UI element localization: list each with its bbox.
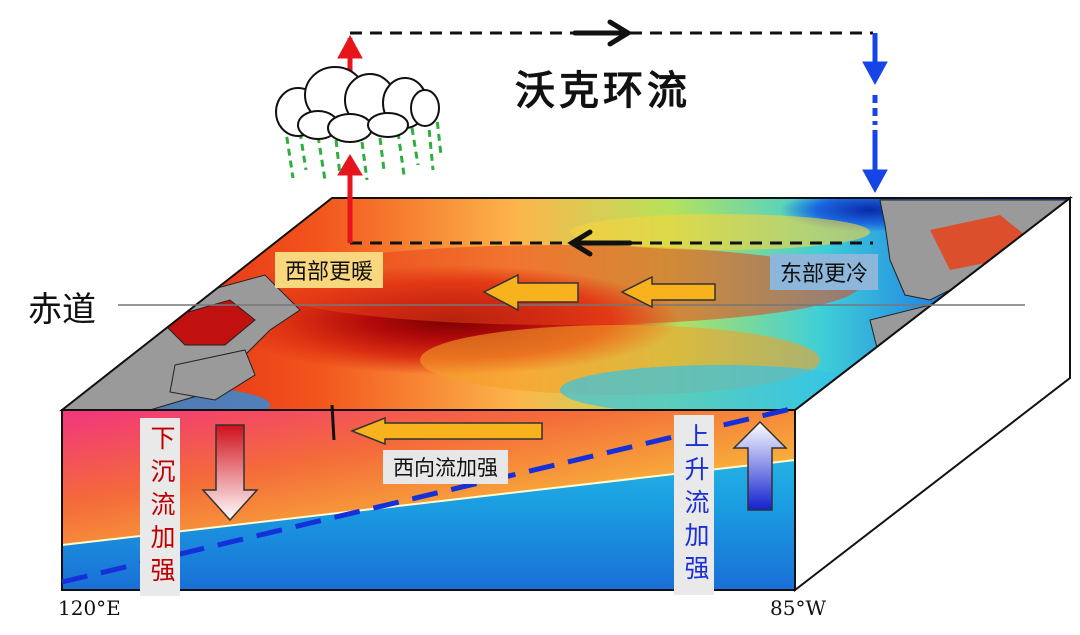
downwelling-label: 下沉流加强 bbox=[140, 418, 180, 596]
left-arrow-icon bbox=[482, 273, 579, 312]
east-colder-label: 东部更冷 bbox=[770, 254, 879, 290]
left-arrow-icon bbox=[620, 275, 716, 309]
right-arrow-icon bbox=[572, 19, 633, 47]
australia-land bbox=[169, 349, 256, 401]
longitude-east-label: 85°W bbox=[770, 596, 827, 620]
surface-flow-arrows bbox=[349, 273, 716, 446]
equator-label: 赤道 bbox=[28, 290, 96, 330]
left-arrow-icon bbox=[349, 416, 543, 446]
maritime-continent bbox=[159, 299, 256, 346]
walker-loop bbox=[337, 19, 888, 257]
rain-icon bbox=[283, 109, 443, 181]
diagram-title: 沃克环流 bbox=[515, 68, 691, 114]
cloud-icon bbox=[275, 66, 443, 181]
west-warmer-label: 西部更暖 bbox=[275, 252, 384, 288]
upwelling-label: 上升流加强 bbox=[674, 415, 714, 595]
longitude-west-label: 120°E bbox=[58, 596, 121, 620]
thermocline-line bbox=[61, 405, 796, 585]
up-arrow-icon bbox=[732, 420, 788, 511]
left-arrow-icon bbox=[567, 229, 633, 257]
down-arrow-icon bbox=[201, 424, 259, 522]
westward-flow-label: 西向流加强 bbox=[383, 450, 508, 484]
down-arrow-icon bbox=[862, 33, 888, 194]
